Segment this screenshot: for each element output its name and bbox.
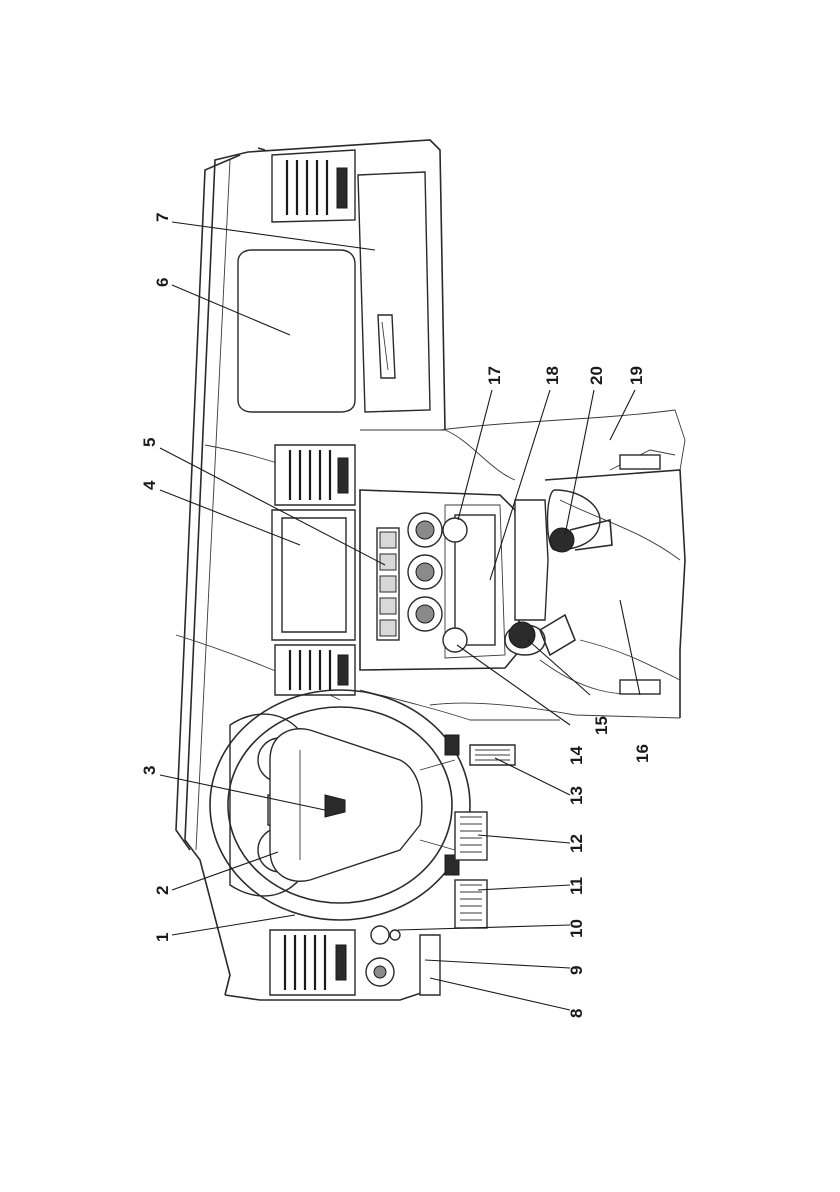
air-vent-center-left	[275, 645, 355, 695]
passenger-airbag-panel	[238, 250, 355, 412]
air-vent-right	[272, 150, 355, 222]
parking-brake	[548, 490, 613, 552]
callout-10: 10	[567, 919, 586, 938]
callout-1: 1	[153, 933, 172, 942]
callout-17: 17	[485, 366, 504, 385]
callout-19: 19	[627, 366, 646, 385]
callout-16: 16	[633, 744, 652, 763]
callout-18: 18	[543, 366, 562, 385]
callout-6: 6	[153, 278, 172, 287]
callout-5: 5	[140, 438, 159, 447]
callout-12: 12	[567, 834, 586, 853]
callout-15: 15	[592, 716, 611, 735]
lower-panel	[420, 935, 440, 995]
gear-shifter	[505, 615, 575, 655]
accelerator-pedal	[470, 745, 515, 765]
callout-14: 14	[567, 746, 586, 765]
brake-pedal	[455, 812, 487, 860]
callout-3: 3	[140, 766, 159, 775]
center-display	[272, 510, 355, 640]
callout-8: 8	[567, 1009, 586, 1018]
air-vent-center-right	[275, 445, 355, 505]
callout-7: 7	[153, 213, 172, 222]
control-button-strip	[377, 528, 399, 640]
callout-13: 13	[567, 786, 586, 805]
callout-4: 4	[140, 480, 159, 490]
callout-20: 20	[587, 366, 606, 385]
air-vent-left	[270, 930, 355, 995]
glove-box	[358, 172, 430, 412]
climate-control-knobs	[408, 513, 442, 631]
light-switch	[366, 958, 394, 986]
ignition-switch	[371, 926, 400, 944]
clutch-pedal	[455, 880, 487, 928]
callout-2: 2	[153, 886, 172, 895]
callout-9: 9	[567, 966, 586, 975]
callout-11: 11	[567, 877, 586, 895]
